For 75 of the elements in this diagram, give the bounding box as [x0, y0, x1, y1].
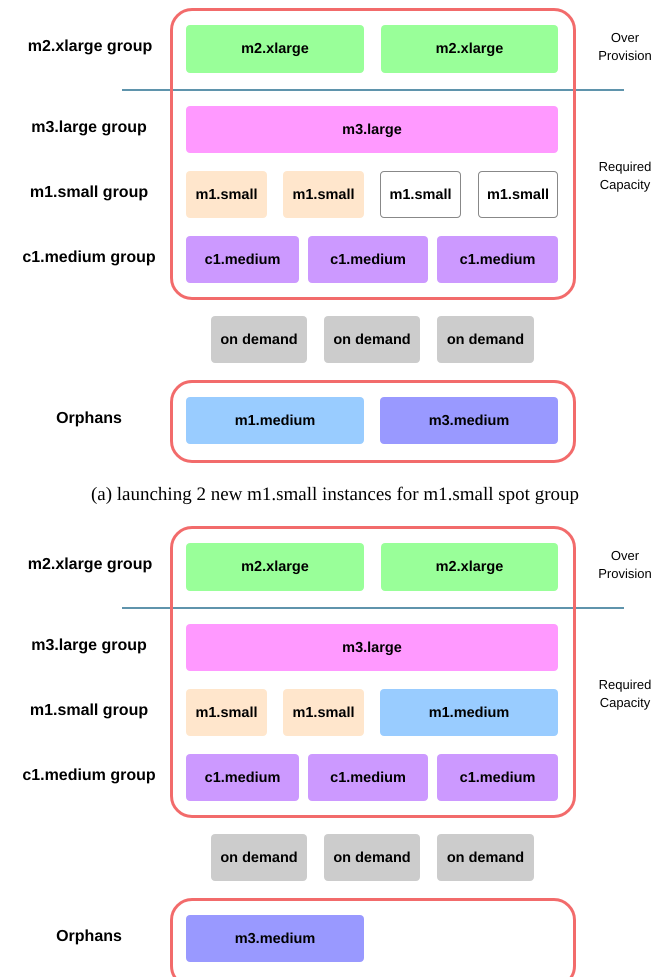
instance-label: c1.medium — [330, 770, 406, 786]
instance-box — [437, 236, 558, 283]
instance-label: m1.small — [195, 186, 258, 202]
instance-label: m1.medium — [428, 704, 510, 720]
instance-box — [186, 236, 299, 283]
instance-label: m3.medium — [428, 412, 510, 428]
instance-box — [186, 25, 364, 73]
group-label: m3.large group — [31, 637, 147, 655]
group-label: c1.medium group — [22, 767, 156, 785]
group-label: m1.small group — [30, 184, 148, 202]
instance-label: on demand — [220, 332, 298, 348]
group-label: m2.xlarge group — [28, 38, 152, 56]
side-note: Required Capacity — [598, 676, 652, 712]
instance-label: m2.xlarge — [436, 41, 504, 57]
instance-label: m1.small — [486, 186, 550, 202]
group-label: Orphans — [56, 410, 122, 428]
instance-box — [186, 106, 558, 153]
instance-box — [308, 754, 428, 801]
instance-label: m1.small — [292, 186, 355, 202]
instance-box — [380, 689, 558, 736]
panel-box — [170, 380, 576, 463]
caption: (a) launching 2 new m1.small instances for m1.small spot group — [90, 484, 580, 506]
instance-label: c1.medium — [330, 252, 406, 268]
group-label: Orphans — [56, 928, 122, 946]
instance-box — [186, 624, 558, 671]
instance-box — [211, 316, 307, 363]
instance-box — [437, 316, 534, 363]
instance-label: on demand — [333, 850, 411, 866]
instance-label: c1.medium — [204, 770, 280, 786]
instance-label: c1.medium — [460, 252, 536, 268]
instance-box — [283, 171, 364, 218]
instance-box — [380, 397, 558, 444]
panel-box — [170, 8, 576, 300]
instance-box — [211, 834, 307, 881]
instance-label: m3.large — [342, 122, 402, 138]
instance-box — [380, 171, 461, 218]
instance-box — [381, 25, 558, 73]
instance-box — [283, 689, 364, 736]
side-note: Required Capacity — [598, 158, 652, 194]
instance-label: on demand — [333, 332, 411, 348]
instance-box — [186, 543, 364, 591]
instance-label: m3.medium — [234, 930, 316, 946]
side-note: Over Provision — [597, 29, 653, 65]
group-label: m2.xlarge group — [28, 556, 152, 574]
group-label: m1.small group — [30, 702, 148, 720]
side-note: Over Provision — [597, 547, 653, 583]
instance-label: on demand — [446, 850, 524, 866]
instance-box — [324, 834, 420, 881]
instance-box — [186, 915, 364, 962]
instance-box — [186, 171, 267, 218]
instance-label: on demand — [220, 850, 298, 866]
group-label: m3.large group — [31, 119, 147, 137]
instance-label: m1.small — [389, 186, 452, 202]
instance-label: c1.medium — [204, 252, 280, 268]
instance-box — [478, 171, 558, 218]
instance-label: m3.large — [342, 640, 402, 656]
instance-box — [437, 754, 558, 801]
instance-label: m1.small — [292, 704, 355, 720]
instance-label: c1.medium — [460, 770, 536, 786]
instance-label: on demand — [446, 332, 524, 348]
instance-label: m2.xlarge — [241, 41, 309, 57]
instance-box — [186, 397, 364, 444]
panel-box — [170, 526, 576, 818]
instance-box — [381, 543, 558, 591]
instance-label: m1.medium — [234, 412, 316, 428]
instance-box — [186, 754, 299, 801]
instance-box — [186, 689, 267, 736]
group-label: c1.medium group — [22, 249, 156, 267]
panel-box — [170, 898, 576, 977]
instance-label: m2.xlarge — [436, 559, 504, 575]
instance-box — [308, 236, 428, 283]
instance-label: m2.xlarge — [241, 559, 309, 575]
instance-box — [437, 834, 534, 881]
instance-box — [324, 316, 420, 363]
instance-label: m1.small — [195, 704, 258, 720]
